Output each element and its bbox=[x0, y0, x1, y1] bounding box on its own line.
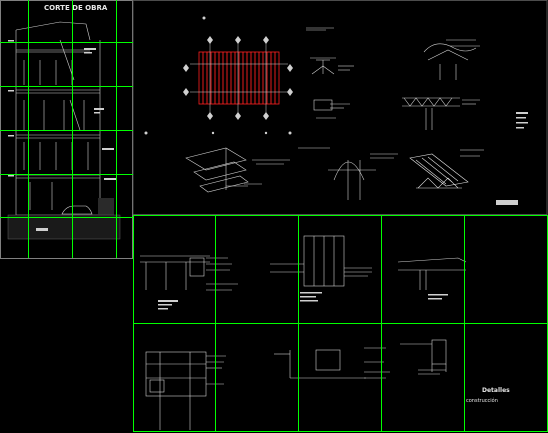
top-sheet-notes bbox=[496, 112, 528, 205]
detail-a-notes bbox=[158, 300, 178, 310]
wall-detail-a bbox=[140, 255, 238, 291]
column-base-detail bbox=[306, 27, 354, 119]
foundation-mass bbox=[7, 214, 121, 240]
left-sheet-annotations bbox=[8, 40, 116, 231]
roof-ridge-detail bbox=[402, 39, 480, 130]
column-detail-f bbox=[400, 339, 447, 375]
beam-detail-e bbox=[274, 347, 390, 379]
sheet-stamp: Detalles construcción bbox=[466, 387, 510, 404]
top-detail-sheet bbox=[132, 0, 548, 215]
stamp-line-1: Detalles bbox=[482, 387, 510, 394]
roof-truss-isometric bbox=[409, 149, 484, 189]
floor-detail-d bbox=[145, 351, 226, 430]
wall-detail-b bbox=[270, 235, 372, 287]
detail-c-notes bbox=[428, 294, 448, 300]
bottom-detail-sheet: Detalles construcción bbox=[140, 235, 510, 430]
arch-connection-detail bbox=[298, 147, 398, 200]
detail-b-notes bbox=[300, 292, 322, 302]
rafter-plan bbox=[144, 16, 293, 135]
stair-isometric bbox=[185, 147, 290, 193]
top-sheet-frame bbox=[132, 0, 548, 215]
left-sheet-frame bbox=[0, 0, 133, 259]
left-sheet-title: CORTE DE OBRA bbox=[44, 4, 108, 12]
stamp-line-2: construcción bbox=[466, 397, 498, 404]
eave-detail-c bbox=[397, 257, 467, 290]
left-section-sheet: CORTE DE OBRA bbox=[0, 0, 133, 259]
